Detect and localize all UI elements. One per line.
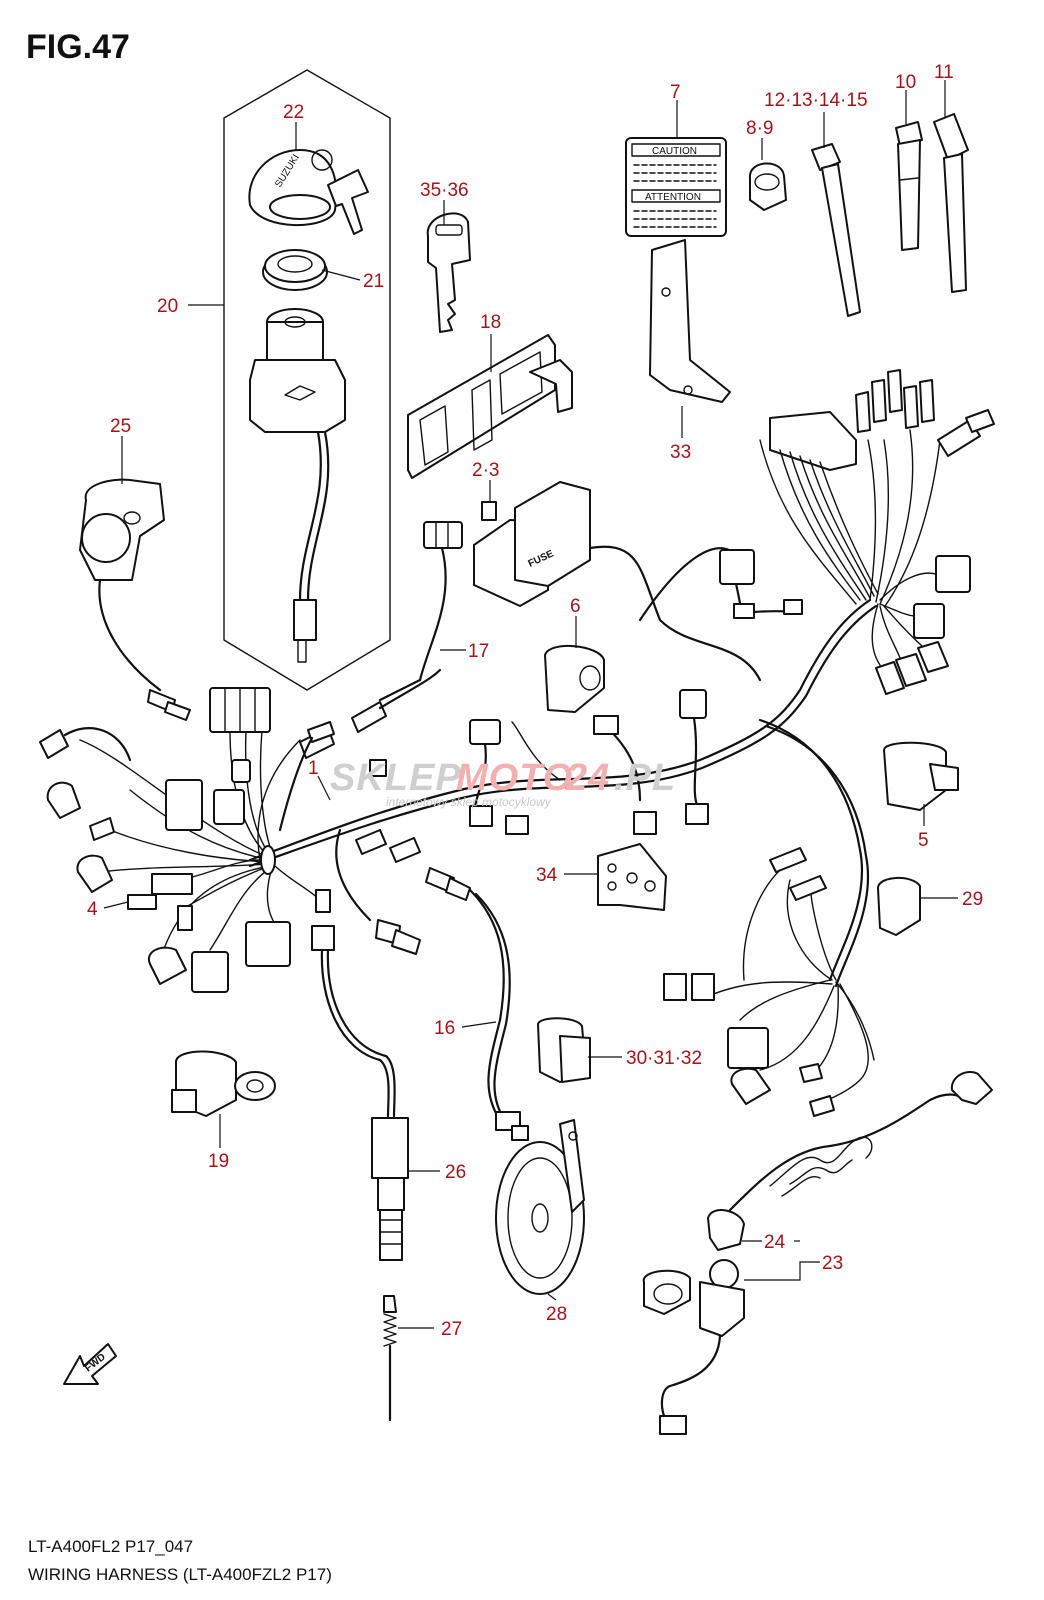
watermark-brand-b: MOTO xyxy=(456,757,573,799)
watermark-suffix: .PL xyxy=(614,757,676,799)
callout-19: 19 xyxy=(208,1151,229,1172)
callout-17: 17 xyxy=(468,641,489,662)
callout-6: 6 xyxy=(570,596,581,617)
callout-26: 26 xyxy=(445,1162,466,1183)
callout-29: 29 xyxy=(962,889,983,910)
callout-35-36: 35·36 xyxy=(420,180,469,201)
leader-lines xyxy=(103,80,958,1329)
cable-tie-b xyxy=(895,121,923,251)
ignition-switch-group: SUZUKI xyxy=(223,69,391,691)
callout-4: 4 xyxy=(87,899,98,920)
callout-5: 5 xyxy=(918,830,929,851)
sub-harness-16 xyxy=(468,888,529,1141)
caution-text: CAUTION xyxy=(652,146,697,157)
engine-stop-switch xyxy=(642,1071,993,1435)
main-wiring-harness xyxy=(39,369,995,1117)
speed-sensor-probe xyxy=(383,1295,397,1422)
callout-30-32: 30·31·32 xyxy=(626,1048,702,1069)
handlebar-switch xyxy=(79,478,191,721)
callout-22: 22 xyxy=(283,102,304,123)
forward-arrow: FWD xyxy=(63,1343,117,1385)
sub-harness-17 xyxy=(278,678,422,832)
fuse-box-bracket xyxy=(407,334,573,479)
model-code: LT-A400FL2 P17_047 xyxy=(28,1537,193,1556)
callout-8-9: 8·9 xyxy=(746,118,773,139)
watermark: SKLEP MOTO 24 .PL internetowy sklep moto… xyxy=(330,757,676,809)
mounting-bracket xyxy=(649,239,731,403)
ignition-group-frame xyxy=(223,69,391,691)
callout-11: 11 xyxy=(934,62,954,83)
watermark-tagline: internetowy sklep motocyklowy xyxy=(386,795,552,809)
caution-label: CAUTION ATTENTION xyxy=(625,137,727,237)
callout-2-3: 2·3 xyxy=(472,460,499,481)
callout-20: 20 xyxy=(157,296,178,317)
callout-25: 25 xyxy=(110,416,131,437)
callout-21: 21 xyxy=(363,271,384,292)
rubber-cap-6 xyxy=(544,644,605,713)
horn xyxy=(495,1119,585,1295)
relay xyxy=(537,1017,591,1083)
callout-7: 7 xyxy=(670,82,681,103)
rubber-cap-29 xyxy=(877,877,921,936)
connector-top-left xyxy=(418,521,463,682)
fuse-block: FUSE xyxy=(473,481,662,622)
callout-24: 24 xyxy=(764,1232,786,1253)
watermark-brand-a: SKLEP xyxy=(330,757,462,799)
callout-18: 18 xyxy=(480,312,501,333)
cable-tie-c xyxy=(933,113,969,293)
callout-28: 28 xyxy=(546,1304,567,1325)
callout-numbers: 22 21 20 35·36 18 7 8·9 12·13·14·15 10 1… xyxy=(87,62,983,1340)
ignition-nut xyxy=(262,249,328,291)
neutral-switch xyxy=(171,1050,276,1117)
callout-27: 27 xyxy=(441,1319,462,1340)
callout-16: 16 xyxy=(434,1018,455,1039)
callout-34: 34 xyxy=(536,865,558,886)
callout-1: 1 xyxy=(308,758,319,779)
callout-33: 33 xyxy=(670,442,691,463)
diagram-caption: WIRING HARNESS (LT-A400FZL2 P17) xyxy=(28,1565,332,1584)
relay-bracket xyxy=(597,843,667,911)
watermark-brand-c: 24 xyxy=(565,757,610,799)
rubber-cap-5 xyxy=(883,741,959,811)
wire-clamp xyxy=(748,162,787,211)
callout-10: 10 xyxy=(895,72,916,93)
attention-text: ATTENTION xyxy=(645,192,701,203)
ignition-switch-body xyxy=(249,308,346,663)
key-blank xyxy=(426,212,471,333)
cable-tie-a xyxy=(811,143,861,317)
ignition-key: SUZUKI xyxy=(248,149,369,235)
callout-23: 23 xyxy=(822,1253,843,1274)
callout-12-15: 12·13·14·15 xyxy=(764,90,868,111)
connector-4 xyxy=(127,894,157,910)
speed-sensor xyxy=(311,925,409,1261)
figure-title: FIG.47 xyxy=(26,28,130,66)
